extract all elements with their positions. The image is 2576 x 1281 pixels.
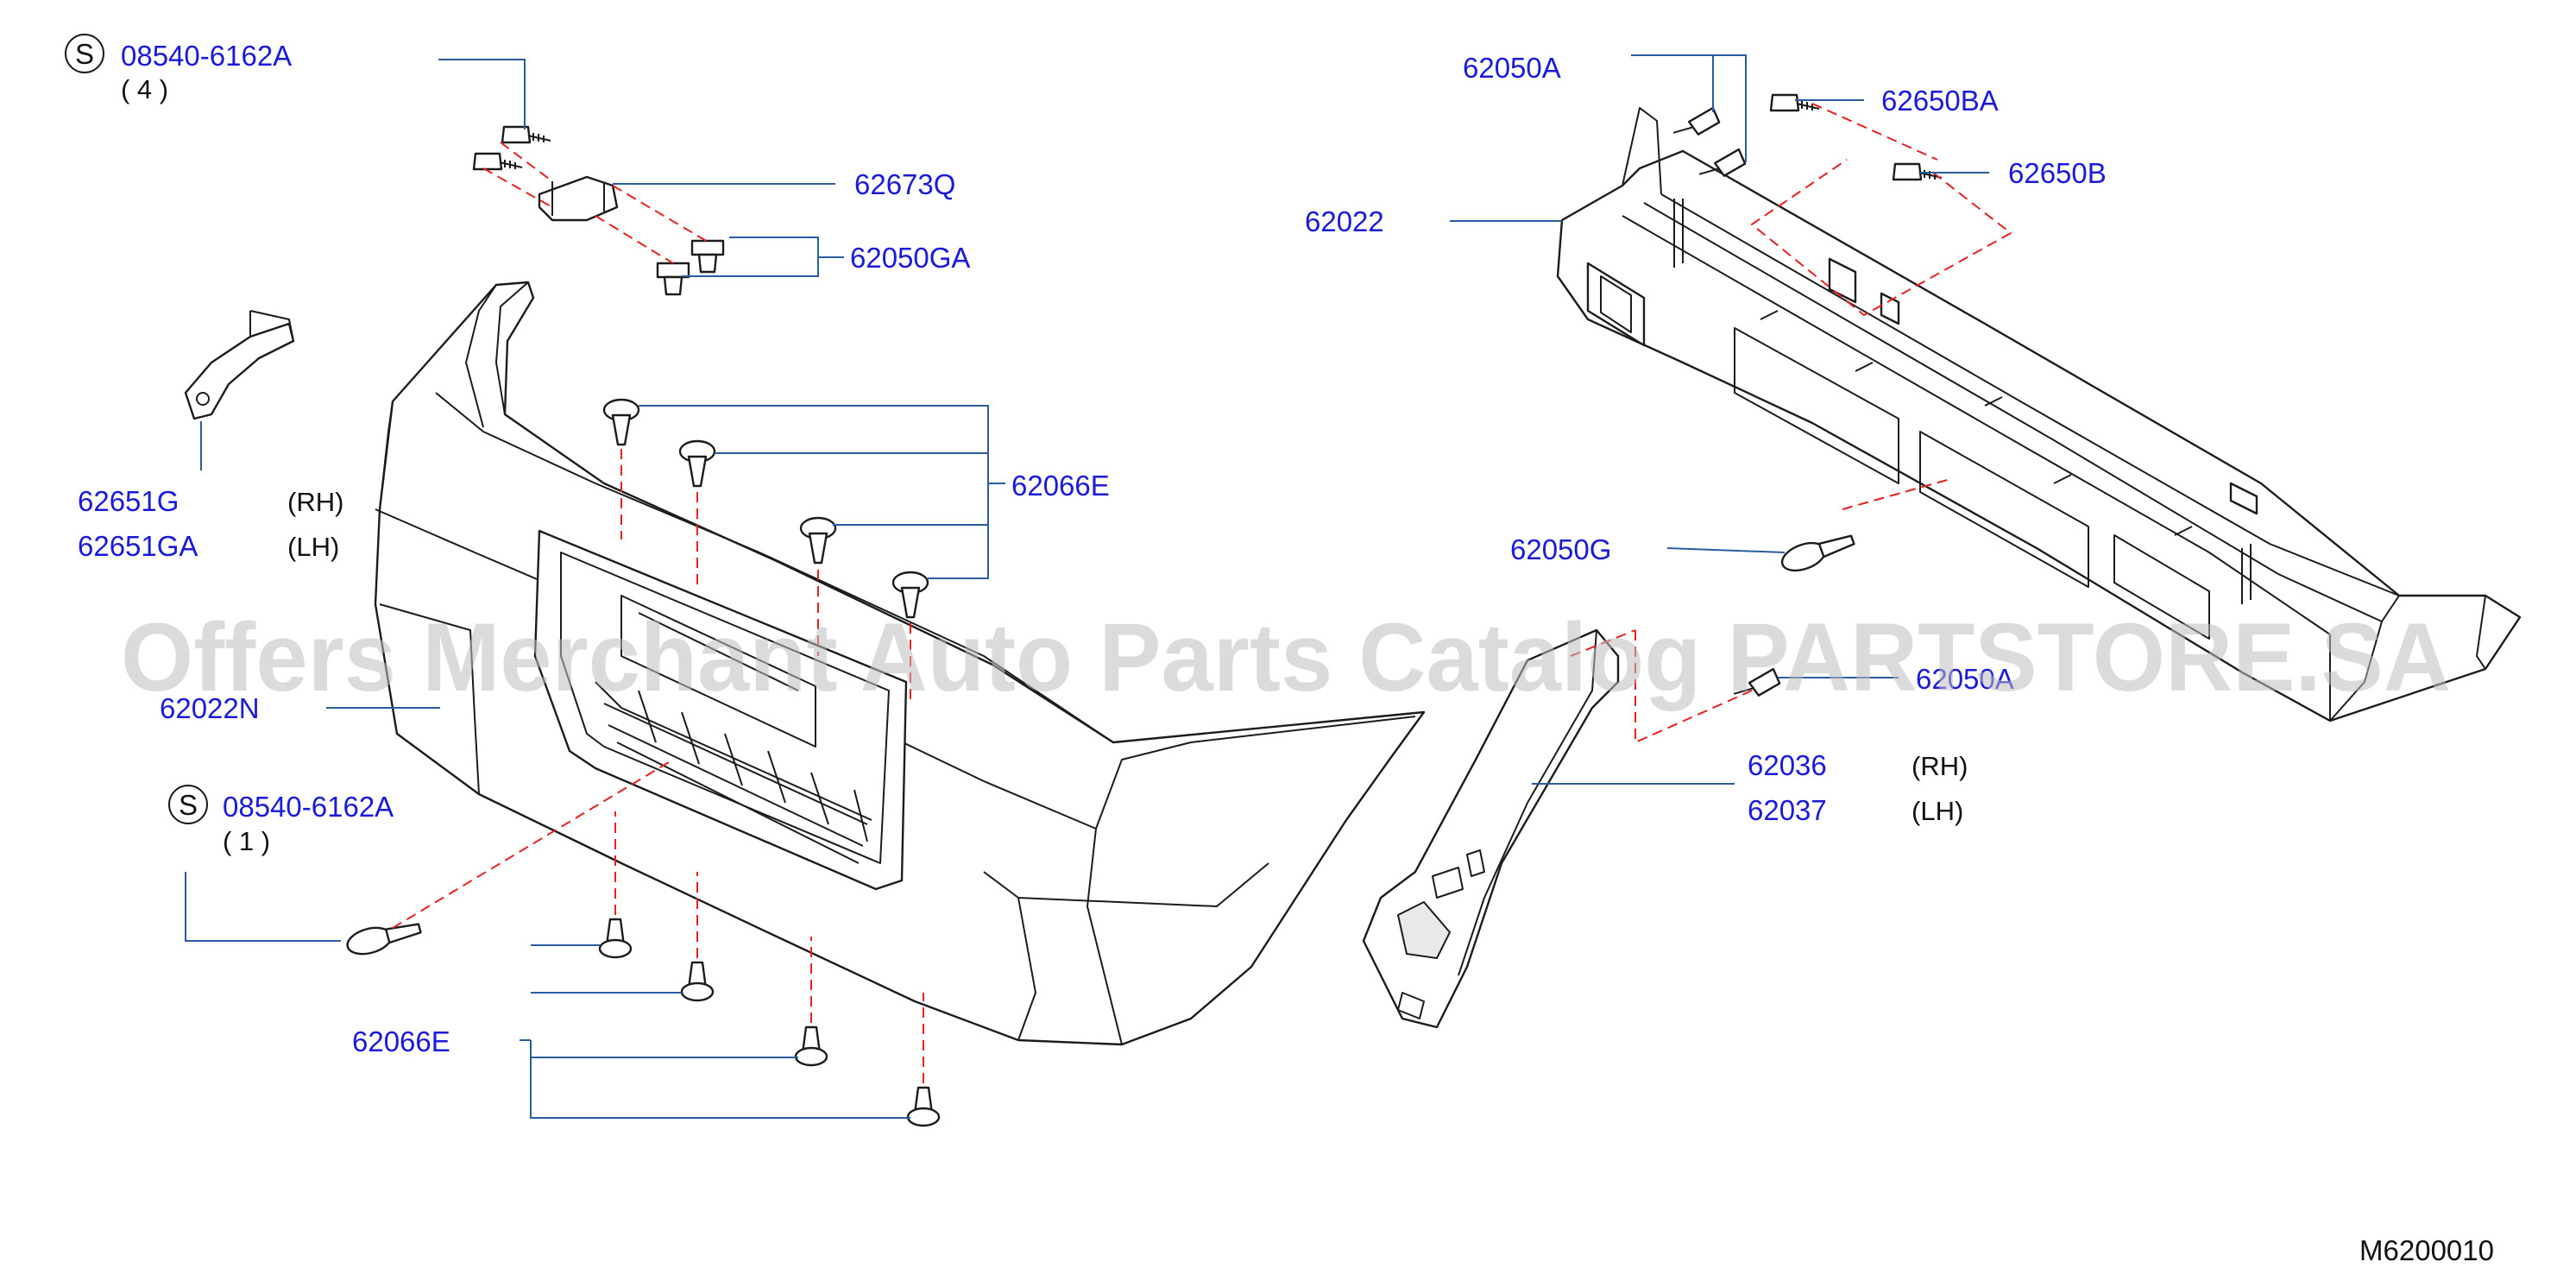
bolt-62650b	[1892, 162, 1943, 181]
bumper-armature-drawing	[1556, 107, 2522, 723]
push-clip-top-3	[799, 516, 837, 565]
push-clip-bottom-1	[598, 918, 633, 959]
side-end-bracket-rh: (RH)	[287, 487, 343, 517]
label-bolt-62650b[interactable]: 62650B	[2008, 157, 2107, 189]
label-push-clip-top[interactable]: 62066E	[1011, 470, 1110, 502]
standard-part-symbol-top: S	[65, 34, 104, 73]
clip-62050g	[1780, 534, 1855, 572]
watermark: Offers Merchant Auto Parts Catalog PARTS…	[121, 603, 2451, 711]
label-armature-62022[interactable]: 62022	[1305, 205, 1384, 237]
clip-screw-bottom	[346, 923, 422, 956]
end-bracket-drawing	[184, 310, 295, 420]
diagram-code: M6200010	[2359, 1234, 2494, 1266]
label-clip-62050ga[interactable]: 62050GA	[850, 242, 970, 274]
clip-62050a-upper-2	[1698, 148, 1747, 177]
screw-top-a	[501, 125, 551, 144]
bumper-fascia-drawing	[374, 281, 1426, 1046]
side-stay-rh: (RH)	[1912, 751, 1968, 781]
svg-text:S: S	[179, 789, 198, 821]
label-stay-rh[interactable]: 62036	[1748, 749, 1827, 781]
clip-62050a-lower	[1733, 667, 1781, 697]
label-clip-62050a-lower[interactable]: 62050A	[1916, 663, 2014, 695]
push-clip-top-1	[602, 398, 640, 446]
push-clip-bottom-3	[794, 1025, 828, 1067]
clip-62050ga-1	[690, 239, 725, 274]
label-fascia-62022n[interactable]: 62022N	[160, 692, 260, 724]
label-clip-62050g[interactable]: 62050G	[1510, 533, 1611, 565]
screw-top-b	[472, 152, 523, 171]
label-stay-lh[interactable]: 62037	[1748, 794, 1827, 826]
label-screw-bottom[interactable]: 08540-6162A	[223, 791, 394, 823]
bracket-62673q-drawing	[538, 175, 619, 222]
clip-62050ga-2	[656, 262, 690, 296]
label-bracket-62673q[interactable]: 62673Q	[854, 168, 955, 200]
standard-part-symbol-bottom: S	[168, 785, 208, 824]
push-clip-bottom-2	[680, 961, 715, 1002]
assembly-dashed-lines	[392, 103, 2012, 1083]
qty-screw-bottom: ( 1 )	[223, 826, 270, 856]
push-clip-bottom-4	[906, 1086, 941, 1127]
label-end-bracket-rh[interactable]: 62651G	[78, 485, 179, 517]
label-push-clip-bottom[interactable]: 62066E	[352, 1025, 450, 1057]
clip-62050a-upper-1	[1672, 106, 1721, 136]
side-end-bracket-lh: (LH)	[287, 532, 339, 562]
push-clip-top-4	[891, 571, 929, 619]
svg-text:S: S	[75, 38, 94, 70]
label-screw-top[interactable]: 08540-6162A	[121, 40, 292, 72]
label-clip-62050a-upper[interactable]: 62050A	[1463, 52, 1561, 84]
label-end-bracket-lh[interactable]: 62651GA	[78, 530, 198, 562]
bumper-stay-drawing	[1362, 628, 1620, 1029]
leader-lines	[185, 54, 1989, 1119]
label-bolt-62650ba[interactable]: 62650BA	[1881, 85, 1999, 117]
bolt-62650ba	[1769, 93, 1820, 112]
side-stay-lh: (LH)	[1912, 796, 1963, 826]
qty-screw-top: ( 4 )	[121, 74, 168, 104]
push-clip-top-2	[678, 439, 716, 488]
